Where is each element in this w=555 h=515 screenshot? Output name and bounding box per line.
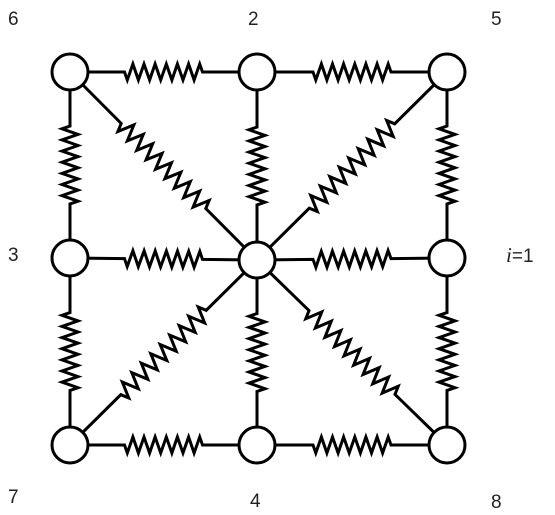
nodes-layer [50,52,467,465]
node-label-7: 7 [8,487,19,508]
spring-center-4 [244,260,270,445]
node-label-2: 2 [248,9,259,30]
springs-layer [57,59,460,458]
spring-6-center [68,70,259,262]
node-center [237,240,277,280]
spring-6-3 [57,72,83,258]
node-8 [427,425,467,465]
node-label-6: 6 [8,9,19,30]
node-label-1-value: =1 [511,246,534,267]
spring-7-center [68,258,259,447]
node-2 [237,52,277,92]
spring-4-8 [257,432,447,458]
node-6 [50,52,90,92]
spring-5-1 [434,72,460,258]
node-3 [50,238,90,278]
spring-3-center [69,246,258,272]
spring-1-8 [434,258,460,445]
spring-8-center [255,258,449,447]
spring-2-center [244,72,270,260]
node-label-1-variable: i [506,243,512,267]
spring-7-4 [70,432,257,458]
node-1 [427,238,467,278]
node-label-4: 4 [250,491,261,512]
node-label-1: i=1 [506,243,534,267]
spring-2-5 [257,59,447,85]
node-label-5: 5 [491,9,502,30]
spring-center-1 [256,246,448,272]
spring-3-7 [57,258,83,445]
node-label-8: 8 [491,492,502,513]
node-4 [237,425,277,465]
spring-5-center [255,70,449,262]
spring-6-2 [70,59,257,85]
node-7 [50,425,90,465]
node-5 [427,52,467,92]
node-label-3: 3 [8,245,19,266]
